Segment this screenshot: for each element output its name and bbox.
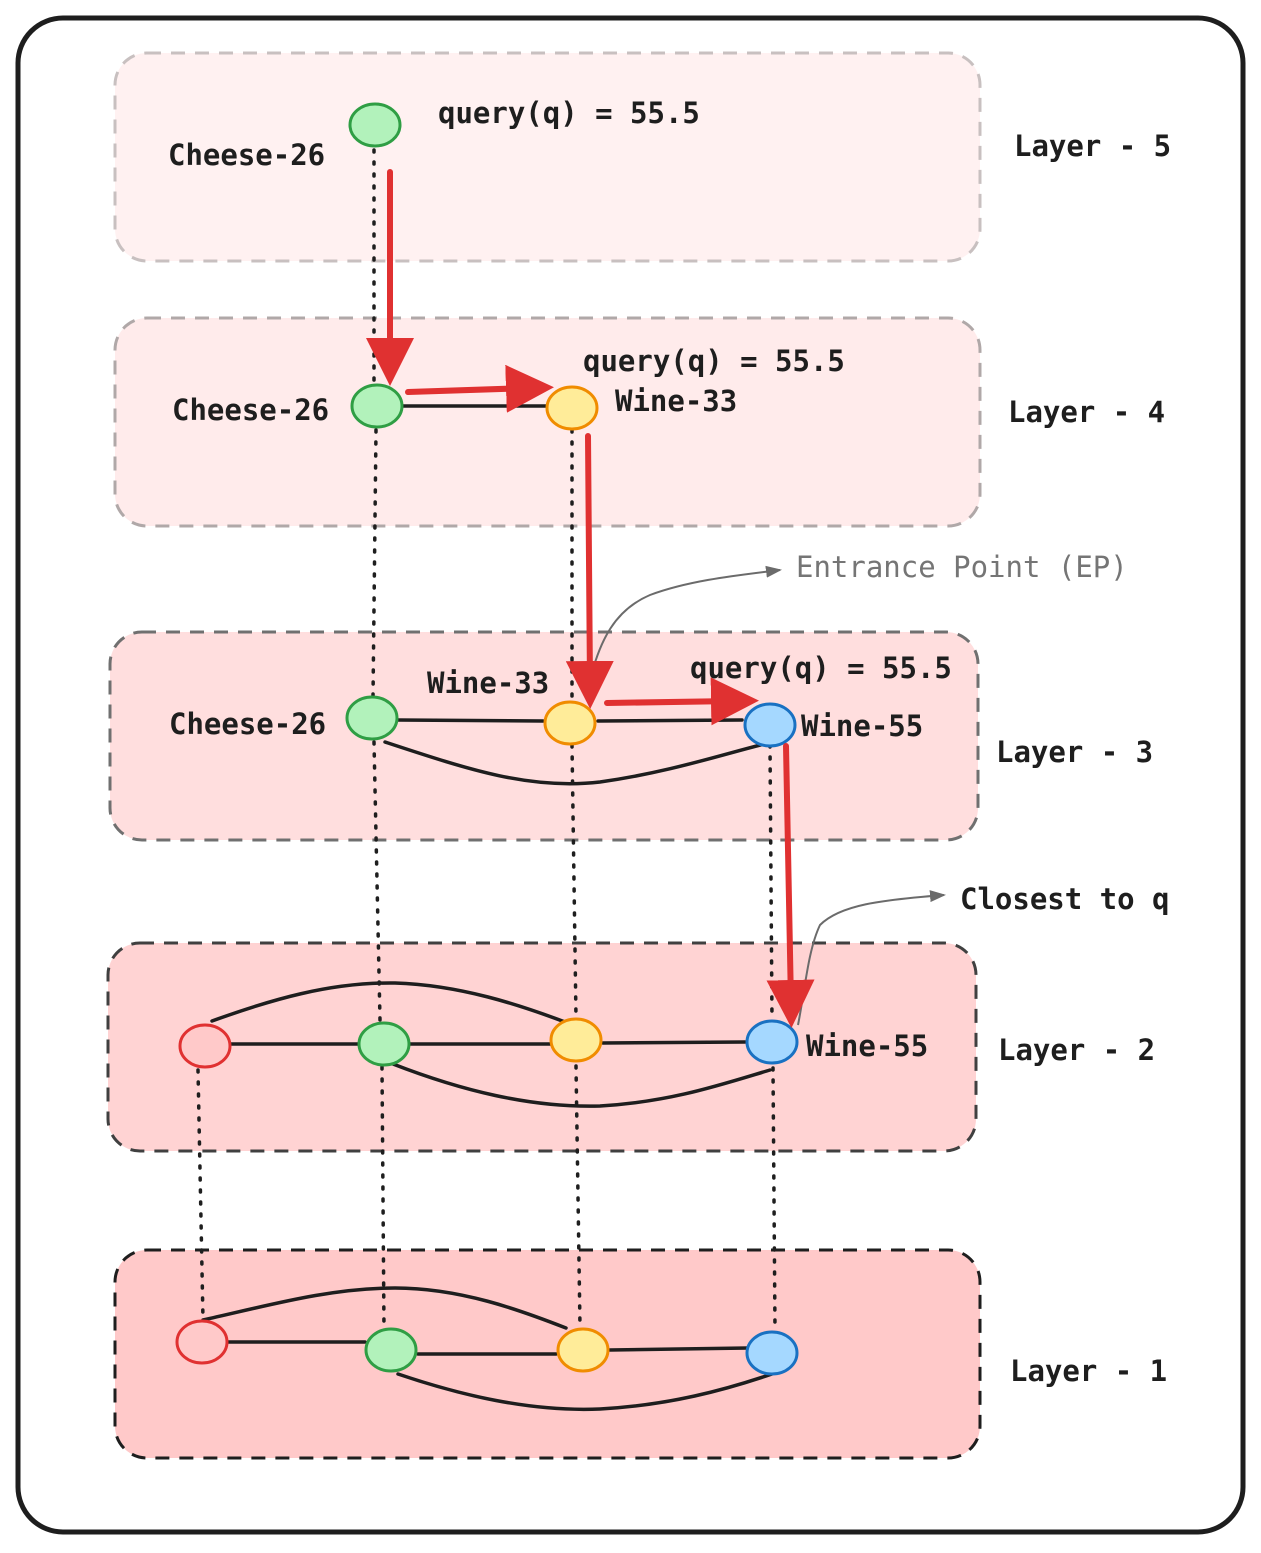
entrance-point-label: Entrance Point (EP) bbox=[796, 550, 1128, 584]
entrance-point-arrow bbox=[589, 565, 782, 681]
labels: query(q) = 55.5 Cheese-26 query(q) = 55.… bbox=[168, 96, 1171, 1388]
layer-4-label: Layer - 4 bbox=[1008, 395, 1165, 429]
edge-l3-cheese-wine55 bbox=[383, 740, 770, 786]
edge-l2-green-blue-arc bbox=[391, 1062, 772, 1108]
search-step-l3-down bbox=[766, 743, 815, 1028]
l2-wine55-label: Wine-55 bbox=[806, 1029, 928, 1063]
search-step-l4-down bbox=[565, 433, 614, 709]
l4-cheese-label: Cheese-26 bbox=[172, 393, 329, 427]
node-l2-blue bbox=[745, 1019, 799, 1065]
node-l2-green bbox=[357, 1021, 411, 1067]
l3-cheese-label: Cheese-26 bbox=[169, 707, 326, 741]
edge-l1-green-blue-arc bbox=[396, 1372, 774, 1412]
layer-5-label: Layer - 5 bbox=[1014, 129, 1171, 163]
layer-4-panel bbox=[113, 316, 982, 528]
node-l3-cheese bbox=[345, 695, 399, 741]
node-l2-yellow bbox=[549, 1017, 603, 1063]
inter-layer-links bbox=[196, 148, 777, 1332]
nodes bbox=[175, 102, 799, 1376]
node-l2-red bbox=[178, 1023, 232, 1069]
edge-l2-red-yellow-arc bbox=[210, 981, 567, 1024]
cheese-vertical-link bbox=[371, 148, 386, 1332]
edge-l3-wine33-wine55 bbox=[596, 718, 744, 723]
l5-cheese-label: Cheese-26 bbox=[168, 138, 325, 172]
edge-l2-yellow-blue bbox=[601, 1040, 747, 1045]
node-l1-red bbox=[175, 1319, 229, 1365]
layer-3-panel bbox=[108, 630, 980, 842]
wine55-vertical-link bbox=[768, 743, 777, 1332]
node-l1-yellow bbox=[556, 1327, 610, 1373]
graph-edges bbox=[201, 404, 774, 1412]
layer-2-panel bbox=[106, 941, 978, 1153]
node-l3-wine55 bbox=[743, 702, 797, 748]
edge-l1-yellow-blue bbox=[608, 1346, 750, 1352]
edge-l1-red-yellow-arc bbox=[201, 1286, 568, 1330]
node-l1-blue bbox=[745, 1330, 799, 1376]
node-l5-cheese bbox=[348, 102, 402, 148]
search-path bbox=[366, 169, 815, 1028]
edge-l3-cheese-wine33 bbox=[395, 718, 545, 723]
layer-5-panel bbox=[113, 51, 982, 263]
l3-query-label: query(q) = 55.5 bbox=[690, 651, 952, 685]
node-l1-green bbox=[364, 1327, 418, 1373]
wine33-vertical-link bbox=[570, 428, 582, 1329]
search-step-l4-right bbox=[405, 364, 554, 413]
search-step-l3-right bbox=[604, 677, 759, 726]
layer-1-label: Layer - 1 bbox=[1010, 1354, 1167, 1388]
node-l4-cheese bbox=[350, 383, 404, 429]
layer-3-label: Layer - 3 bbox=[996, 735, 1153, 769]
l3-wine33-label: Wine-33 bbox=[427, 666, 549, 700]
node-l3-wine33 bbox=[543, 700, 597, 746]
node-l4-wine33 bbox=[545, 385, 599, 431]
l4-query-label: query(q) = 55.5 bbox=[583, 344, 845, 378]
l5-query-label: query(q) = 55.5 bbox=[438, 96, 700, 130]
l4-wine33-label: Wine-33 bbox=[615, 384, 737, 418]
closest-label: Closest to q bbox=[960, 882, 1170, 916]
l3-wine55-label: Wine-55 bbox=[801, 709, 923, 743]
layer-2-label: Layer - 2 bbox=[998, 1033, 1155, 1067]
